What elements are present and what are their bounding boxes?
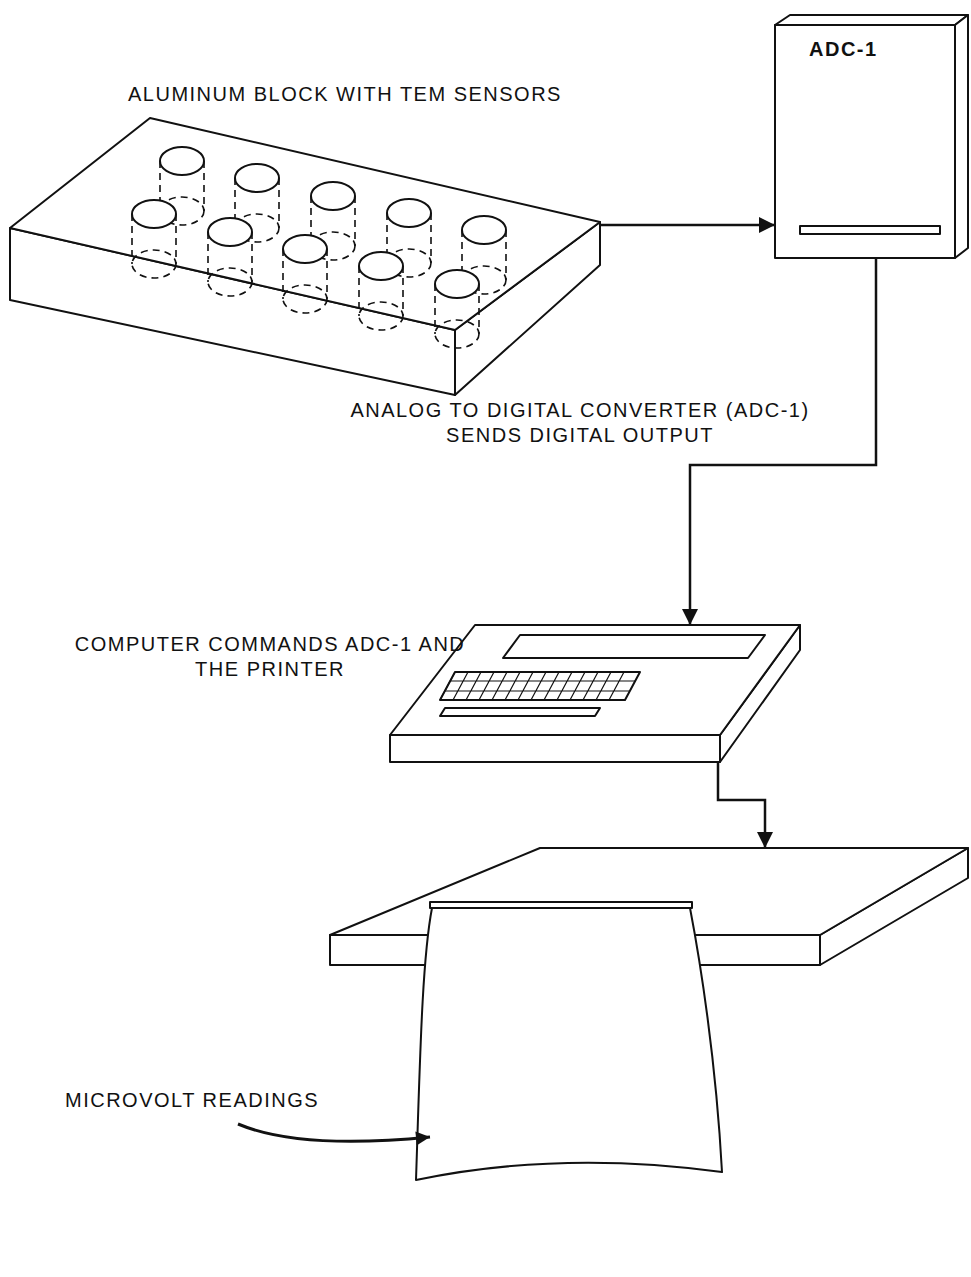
well-bottom: [435, 320, 479, 348]
keyboard-keys: [440, 672, 635, 700]
well-bottom: [359, 302, 403, 330]
connector-arrow: [690, 258, 876, 625]
well-opening: [283, 235, 327, 263]
well-bottom: [283, 285, 327, 313]
well-opening: [208, 218, 252, 246]
computer-drawing: [390, 625, 800, 762]
well-opening: [387, 199, 431, 227]
adc-slot: [800, 226, 940, 234]
printer-drawing: [330, 848, 968, 1180]
well-opening: [132, 200, 176, 228]
well-bottom: [208, 268, 252, 296]
computer: COMPUTER COMMANDS ADC-1 AND THE PRINTER: [390, 625, 800, 762]
callout-label: MICROVOLT READINGS: [65, 1088, 319, 1113]
well-bottom: [132, 250, 176, 278]
connector-arrow: [600, 224, 775, 227]
well-opening: [435, 270, 479, 298]
block-label: ALUMINUM BLOCK WITH TEM SENSORS: [128, 82, 562, 107]
sensor-wells: [132, 161, 506, 348]
leader-arrow: [238, 1124, 430, 1141]
computer-top-face: [390, 625, 800, 735]
computer-label: COMPUTER COMMANDS ADC-1 AND THE PRINTER: [70, 632, 470, 682]
adc-unit: ADC-1: [775, 15, 968, 258]
aluminum-block: ALUMINUM BLOCK WITH TEM SENSORS: [10, 118, 600, 395]
connector-label: ANALOG TO DIGITAL CONVERTER (ADC-1) SEND…: [350, 398, 810, 448]
well-opening: [359, 252, 403, 280]
keyboard-bar: [440, 708, 600, 716]
computer-screen: [503, 635, 765, 658]
well-opening: [462, 216, 506, 244]
adc-top-face: [775, 15, 968, 25]
printer: MICROVOLT READINGS: [330, 848, 968, 1185]
adc-front-face: [775, 25, 955, 258]
block-top-face: [10, 118, 600, 330]
well-opening: [160, 147, 204, 175]
adc-unit-drawing: [775, 15, 968, 258]
connector-arrow: [718, 762, 765, 848]
device-label: ADC-1: [809, 37, 878, 62]
adc-side-face: [955, 15, 968, 258]
sensor-openings: [132, 147, 506, 298]
well-sides: [132, 214, 479, 334]
computer-front-face: [390, 735, 720, 762]
paper-sheet: [416, 908, 722, 1180]
well-sides: [160, 161, 506, 280]
well-opening: [311, 182, 355, 210]
well-opening: [235, 164, 279, 192]
keyboard: [440, 672, 640, 700]
aluminum-block-drawing: [10, 118, 600, 395]
